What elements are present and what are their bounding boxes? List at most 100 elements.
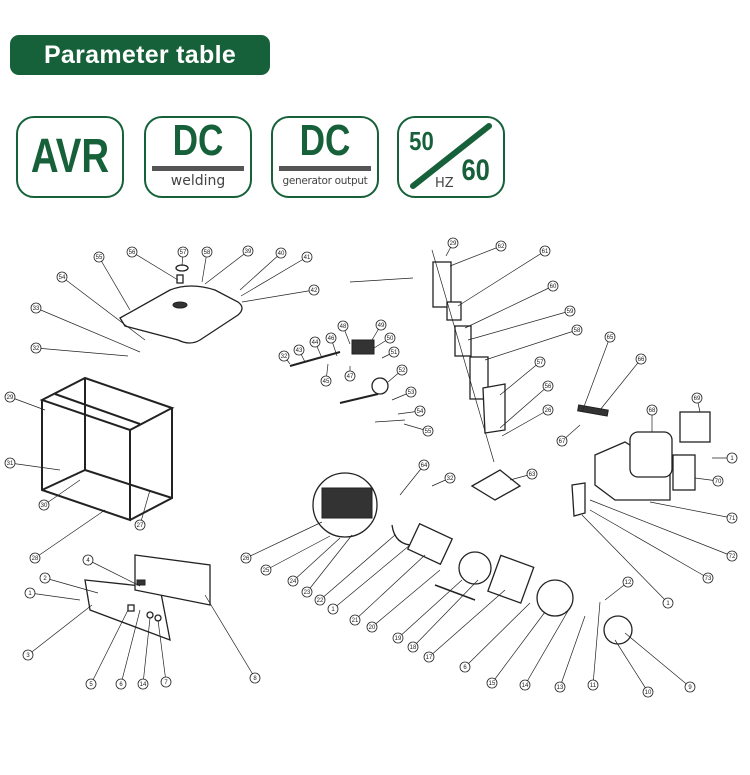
leader-line [412,579,479,648]
callout-46: 46 [325,332,338,357]
control-box [134,554,211,606]
callout-number: 54 [417,409,424,415]
callout-26: 26 [501,404,554,437]
panel-clip [136,579,146,586]
callout-1: 1 [712,452,738,464]
callout-number: 4 [86,558,90,564]
callout-27: 27 [134,489,151,531]
callout-number: 31 [7,461,14,467]
callout-29: 29 [4,391,46,411]
callout-circle [534,356,546,368]
callout-47: 47 [344,366,356,382]
callout-number: 71 [729,516,736,522]
section-title: Parameter table [10,35,270,75]
callout-circle [85,678,97,690]
callout-number: 2 [43,576,47,582]
callout-62: 62 [449,240,507,267]
leader-line [559,615,586,688]
callout-45: 45 [320,363,332,387]
callout-number: 8 [253,676,257,682]
callout-19: 19 [392,579,463,644]
callout-number: 29 [7,395,14,401]
callout-5: 5 [85,609,129,690]
callout-49: 49 [371,319,387,341]
callout-33: 33 [30,302,141,353]
callout-14: 14 [519,603,573,691]
callout-circle [29,552,41,564]
callout-circle [571,324,583,336]
callout-circle [366,621,378,633]
callout-number: 48 [340,324,347,330]
callout-32: 32 [30,342,129,357]
freq-50: 50 [409,126,434,156]
callout-circle [293,344,305,356]
callout-8: 8 [204,594,261,684]
callout-10: 10 [614,639,654,698]
callout-circle [396,364,408,376]
callout-number: 14 [522,683,529,689]
callout-52: 52 [387,364,408,383]
callout-number: 26 [545,408,552,414]
callout-number: 47 [347,374,354,380]
callout-number: 41 [304,255,311,261]
callout-circle [278,350,290,362]
end-cover [603,615,633,645]
callout-number: 43 [296,348,303,354]
callout-circle [712,475,724,487]
callout-57: 57 [177,246,189,267]
callout-15: 15 [486,611,546,689]
callout-number: 1 [28,591,32,597]
callout-circle [526,468,538,480]
leader-line [204,250,249,285]
leader-line [142,617,151,685]
callout-24: 24 [287,537,341,587]
leader-line [265,535,331,571]
callout-number: 51 [391,350,398,356]
callout-30: 30 [38,479,81,511]
callout-number: 64 [421,463,428,469]
callout-circle [115,678,127,690]
leader-line [397,579,463,639]
callout-43: 43 [293,344,306,363]
callout-number: 52 [399,368,406,374]
leader-line [484,329,578,361]
callout-circle [308,284,320,296]
leader-line [204,594,256,679]
callout-42: 42 [241,284,320,303]
callout-number: 21 [352,618,359,624]
callout-circle [486,677,498,689]
callout-circle [301,586,313,598]
leader-line [35,307,141,353]
leader-line [581,336,611,413]
callout-circle [684,681,696,693]
callout-number: 58 [204,250,211,256]
callout-69: 69 [691,392,703,413]
leader-line [649,501,733,519]
fuel-tank [119,285,243,344]
panel-plate [446,301,462,321]
callout-circle [646,404,658,416]
callout-circle [38,499,50,511]
callout-number: 32 [281,354,288,360]
callout-circle [423,651,435,663]
hz-label: HZ [435,176,454,191]
callout-number: 56 [545,384,552,390]
callout-41: 41 [240,251,313,297]
callout-number: 3 [26,653,30,659]
callout-circle [642,686,654,698]
callout-circle [344,370,356,382]
callout-circle [691,392,703,404]
callout-number: 69 [694,396,701,402]
callout-circle [201,246,213,258]
leader-line [292,537,341,582]
callout-number: 42 [311,288,318,294]
leader-line [589,509,709,579]
callout-40: 40 [239,247,287,291]
leader-line [467,310,571,341]
callout-number: 6 [119,682,123,688]
callout-circle [39,572,51,584]
callout-circle [309,336,321,348]
callout-number: 28 [32,556,39,562]
callout-3: 3 [22,604,93,661]
